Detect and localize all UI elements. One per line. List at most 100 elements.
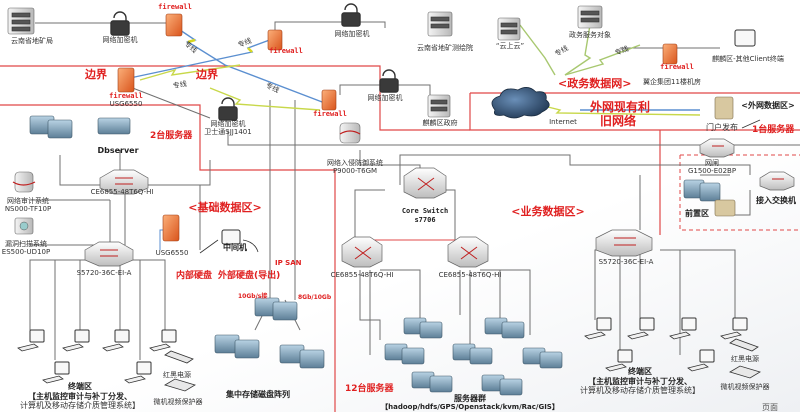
server-icon (419, 321, 443, 339)
label-business-switch-left: CE6855-48T6Q-HI (330, 271, 394, 279)
building-icon (577, 5, 603, 29)
label-core-switch-model: s7706 (414, 216, 436, 224)
switch-icon (99, 169, 149, 195)
label-ip-san: IP SAN (275, 259, 302, 267)
server-icon (429, 375, 453, 393)
label-basic-servers: 2台服务器 (150, 131, 193, 141)
label-firewall-3: firewall (660, 63, 694, 71)
firewall-icon (321, 89, 337, 111)
label-link-speed-right: 8Gb/10Gb (298, 294, 332, 301)
arrows (199, 119, 761, 254)
label-business-switch-right: CE6855-48T6Q-HI (438, 271, 502, 279)
front-zone-dashed-box (679, 154, 800, 231)
label-yn-survey-institute: 云南省地矿测绘院 (417, 44, 473, 52)
label-other-client: 麒麟区-其他Client终端 (712, 55, 784, 63)
label-gatekeeper-name: 网闸 (705, 159, 719, 167)
monitor-icon (617, 349, 633, 363)
label-boundary-right: 边界 (196, 68, 218, 81)
lock-icon (379, 69, 399, 93)
label-internet: Internet (549, 118, 577, 126)
building-icon (497, 17, 521, 41)
firewall-icon (162, 214, 180, 242)
server-icon (499, 378, 523, 396)
label-business-zone: <业务数据区> (511, 205, 585, 218)
switch-icon (595, 229, 653, 257)
label-portal: 门户发布 (706, 123, 738, 132)
monitor-icon (596, 317, 612, 331)
server-icon (501, 321, 525, 339)
power-supply-icon (164, 350, 194, 364)
label-external-net-note-2: 旧网络 (600, 114, 637, 128)
label-firewall-5: firewall (313, 110, 347, 118)
pc-icons (29, 29, 756, 375)
monitor-icon (29, 329, 45, 343)
label-firewall-2: firewall (269, 47, 303, 55)
label-encryptor-4-name: 网络加密机 (210, 120, 246, 128)
label-encryptor-2: 网络加密机 (334, 30, 370, 38)
firewall-icon (267, 29, 283, 51)
monitor-icon (734, 29, 756, 47)
lock-icon (218, 97, 238, 121)
label-basic-zone: <基础数据区> (188, 201, 262, 214)
label-encryptor-1: 网络加密机 (102, 36, 138, 44)
internet-cloud-icon (491, 87, 550, 119)
label-gov-network: <政务数据网> (558, 77, 632, 90)
label-vuln-scan-model: ES500-UD10P (1, 248, 51, 256)
boundary-line-top (0, 65, 470, 131)
label-basic-terminal-desc-2: 计算机及移动存储介质管理系统】 (20, 401, 140, 410)
dedicated-lines (129, 24, 701, 116)
portal-server-icon (714, 96, 734, 120)
server-icon (469, 347, 493, 365)
monitor-icon (221, 229, 241, 245)
ips-icon (339, 122, 361, 144)
label-ips-model: P9000-T6GM (332, 167, 378, 175)
label-business-terminal-desc-2: 计算机及移动存储介质管理系统】 (580, 386, 700, 395)
server-icon (97, 117, 131, 135)
server-icon (272, 301, 298, 321)
label-external-net-note-1: 外网现有利 (590, 100, 651, 114)
label-encryptor-4-model: 卫士通SJJ1401 (204, 128, 252, 136)
lock-icon (341, 3, 361, 27)
page-label: 页面 (762, 403, 778, 412)
label-dbserver: Dbserver (97, 146, 139, 155)
encryptor-icons (110, 3, 399, 121)
label-server-group-desc: 【hadoop/hdfs/GPS/Openstack/kvm/Rac/GIS】 (381, 403, 559, 411)
label-cloud-on-cloud: “云上云” (495, 42, 525, 50)
label-business-servers: 12台服务器 (345, 384, 394, 394)
power-device-icons (164, 338, 761, 392)
server-icon (299, 349, 325, 369)
server-icon (401, 347, 425, 365)
power-supply-icon (729, 338, 759, 352)
label-left-firewall-model: USG6550 (109, 100, 143, 108)
label-switch-top: CE6855-48T6Q-HI (90, 188, 154, 196)
server-icon (47, 119, 73, 139)
label-front-zone: 前置区 (685, 209, 709, 218)
label-external-zone: <外网数据区> (741, 101, 795, 110)
monitor-icon (699, 349, 715, 363)
monitor-icon (54, 361, 70, 375)
firewall-icon (117, 67, 135, 93)
firewall-icon (165, 13, 183, 37)
monitor-icon (639, 317, 655, 331)
monitor-icon (732, 317, 748, 331)
switch-icon (84, 241, 134, 267)
firewall-icon (662, 43, 678, 65)
server-icon (699, 182, 721, 202)
label-server-group: 服务器群 (454, 394, 486, 403)
label-link-speed-left: 10Gb/s接 (238, 293, 268, 300)
switch-icon (759, 171, 795, 191)
external-zone-box (469, 93, 800, 131)
label-business-terminal-area: 终端区 (628, 367, 652, 376)
label-business-video-protector: 微机视频保护器 (720, 383, 770, 391)
label-audit-system-model: NS000-TF10P (4, 205, 52, 213)
label-vuln-scan-name: 漏洞扫描系统 (5, 240, 47, 248)
label-firewall-1: firewall (158, 3, 192, 11)
video-protector-icon (729, 365, 761, 379)
monitor-icon (136, 361, 152, 375)
switch-arrows (100, 145, 784, 260)
label-external-servers: 1台服务器 (752, 125, 795, 135)
lock-icon (110, 11, 130, 36)
label-basic-infrared-power: 红黑电源 (163, 371, 191, 379)
